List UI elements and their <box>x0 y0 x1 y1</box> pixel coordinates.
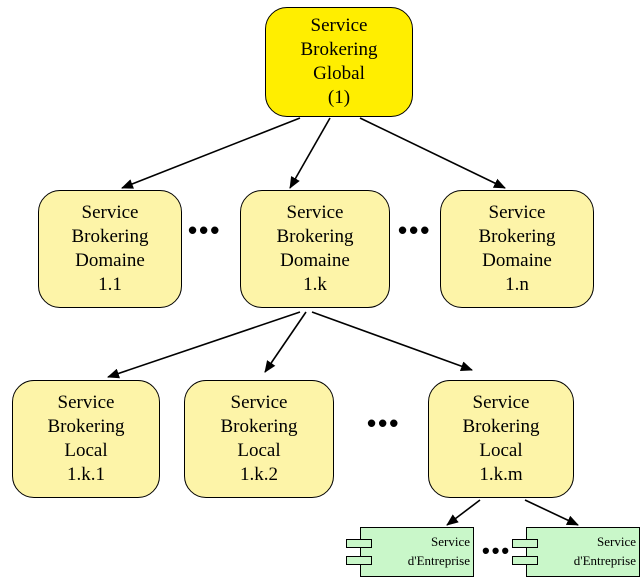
arrow-global-to-domain-1-k <box>289 117 331 189</box>
local-node-line-3: Local <box>479 440 523 461</box>
local-node-line-1: Service <box>57 392 115 413</box>
component-label-line-2: d'Entreprise <box>407 553 470 568</box>
ellipsis-domain-right: ••• <box>398 215 432 245</box>
ellipsis-domain-left: ••• <box>188 215 222 245</box>
arrow-global-to-domain-1-1 <box>121 117 301 189</box>
domain-node-line-3: Domaine <box>482 250 552 271</box>
domain-node-line-1: Service <box>81 202 139 223</box>
ellipsis-local: ••• <box>367 408 401 438</box>
arrow-domain-to-local-1-k-1 <box>107 311 301 379</box>
local-node-line-3: Local <box>237 440 281 461</box>
local-node-line-1: Service <box>472 392 530 413</box>
component-tab-top <box>512 539 538 548</box>
local-node-line-4: 1.k.1 <box>67 464 105 485</box>
domain-broker-node-1-1: Service Brokering Domaine 1.1 <box>38 190 182 308</box>
component-label-line-1: Service <box>597 534 636 549</box>
enterprise-service-component-1: Service d'Entreprise <box>346 527 474 577</box>
local-node-line-2: Brokering <box>462 416 540 437</box>
domain-node-line-4: 1.k <box>303 274 327 295</box>
domain-node-line-4: 1.n <box>505 274 529 295</box>
domain-node-line-2: Brokering <box>71 226 149 247</box>
local-node-line-4: 1.k.2 <box>240 464 278 485</box>
domain-broker-node-1-n: Service Brokering Domaine 1.n <box>440 190 594 308</box>
enterprise-service-component-2: Service d'Entreprise <box>512 527 640 577</box>
global-node-line-3: Global <box>313 63 365 84</box>
global-broker-node: Service Brokering Global (1) <box>265 7 413 117</box>
local-node-line-1: Service <box>230 392 288 413</box>
domain-node-line-3: Domaine <box>75 250 145 271</box>
component-body <box>526 527 640 577</box>
local-broker-node-1-k-1: Service Brokering Local 1.k.1 <box>12 380 160 498</box>
local-node-line-3: Local <box>64 440 108 461</box>
component-tab-bottom <box>346 556 372 565</box>
component-body <box>360 527 474 577</box>
component-label-line-1: Service <box>431 534 470 549</box>
domain-node-line-2: Brokering <box>478 226 556 247</box>
local-node-line-2: Brokering <box>47 416 125 437</box>
local-node-line-2: Brokering <box>220 416 298 437</box>
domain-node-line-1: Service <box>286 202 344 223</box>
arrow-local-to-enterprise-1 <box>446 499 481 526</box>
global-node-line-2: Brokering <box>300 39 378 60</box>
domain-node-line-3: Domaine <box>280 250 350 271</box>
global-node-line-1: Service <box>310 15 368 36</box>
arrow-local-to-enterprise-2 <box>524 499 579 526</box>
component-label: Service d'Entreprise <box>390 532 470 570</box>
component-tab-top <box>346 539 372 548</box>
domain-node-line-1: Service <box>488 202 546 223</box>
local-broker-node-1-k-m: Service Brokering Local 1.k.m <box>428 380 574 498</box>
local-broker-node-1-k-2: Service Brokering Local 1.k.2 <box>184 380 334 498</box>
arrow-domain-to-local-1-k-2 <box>264 311 307 373</box>
domain-node-line-2: Brokering <box>276 226 354 247</box>
local-node-line-4: 1.k.m <box>479 464 523 485</box>
arrow-domain-to-local-1-k-m <box>311 311 473 371</box>
global-node-line-4: (1) <box>327 87 351 108</box>
component-tab-bottom <box>512 556 538 565</box>
domain-node-line-4: 1.1 <box>98 274 122 295</box>
domain-broker-node-1-k: Service Brokering Domaine 1.k <box>240 190 390 308</box>
component-label: Service d'Entreprise <box>556 532 636 570</box>
ellipsis-enterprise: ••• <box>482 538 512 563</box>
component-label-line-2: d'Entreprise <box>573 553 636 568</box>
arrow-global-to-domain-1-n <box>359 117 506 189</box>
